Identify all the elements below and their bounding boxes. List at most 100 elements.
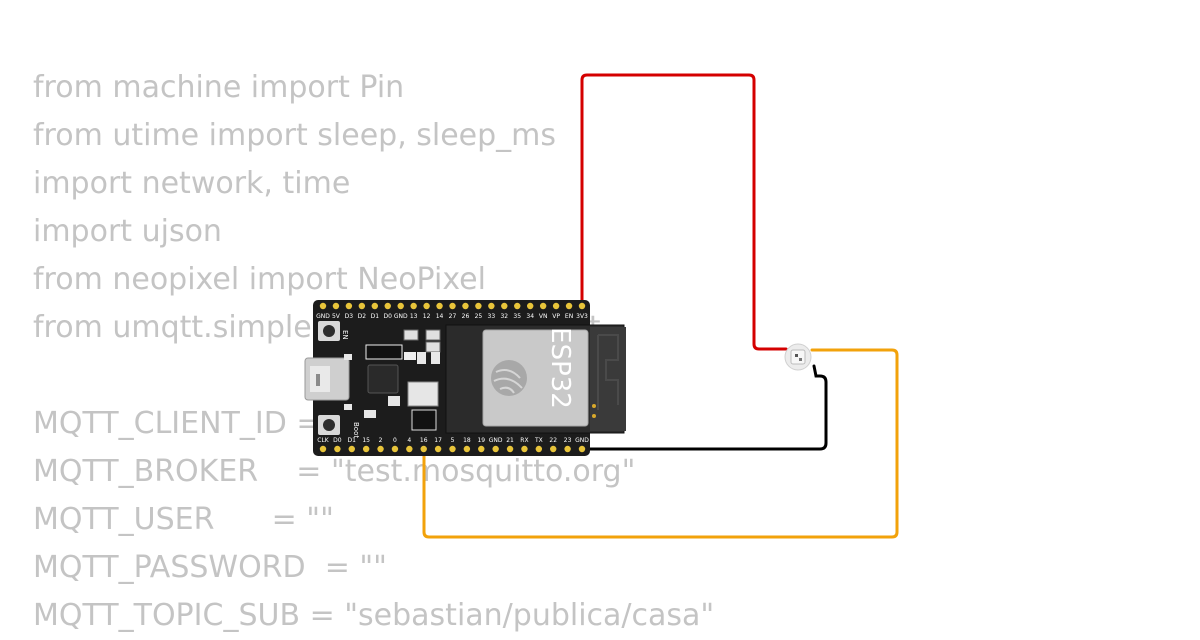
pin-hole[interactable] — [423, 302, 430, 310]
pin-label: 32 — [500, 313, 508, 320]
pin-label: D1 — [371, 313, 380, 320]
pin-hole[interactable] — [564, 445, 571, 453]
wires — [422, 73, 899, 539]
resistor-array — [365, 344, 403, 360]
led-component — [344, 404, 352, 410]
pin-hole[interactable] — [565, 302, 573, 310]
pin-hole[interactable] — [384, 302, 391, 310]
pin-label: 22 — [549, 437, 557, 444]
en-button[interactable] — [323, 325, 335, 337]
pin-label: 35 — [513, 313, 521, 320]
pin-hole[interactable] — [406, 445, 413, 453]
pin-hole[interactable] — [319, 302, 327, 310]
code-line: from utime import sleep, sleep_ms — [33, 118, 557, 153]
pin-hole[interactable] — [578, 302, 586, 310]
voltage-regulator — [407, 381, 439, 407]
pin-hole[interactable] — [391, 445, 399, 453]
boot-label: Boot — [352, 422, 360, 438]
pin-hole[interactable] — [552, 302, 560, 310]
pin-label: TX — [534, 437, 543, 444]
code-line: MQTT_PASSWORD = "" — [33, 550, 387, 585]
pin-label: 12 — [423, 313, 431, 320]
pin-label: 26 — [462, 313, 470, 320]
pin-label: 3V3 — [576, 313, 588, 320]
pin-label: EN — [565, 313, 573, 320]
pin-label: 14 — [436, 313, 444, 320]
espressif-logo-mark — [493, 369, 523, 394]
pin-hole[interactable] — [362, 445, 370, 453]
pin-hole[interactable] — [478, 445, 485, 453]
pin-label: 33 — [488, 313, 496, 320]
pin-hole[interactable] — [345, 302, 353, 310]
pin-hole[interactable] — [492, 445, 499, 453]
pin-hole[interactable] — [521, 445, 528, 453]
pin-label: 34 — [526, 313, 534, 320]
pin-hole[interactable] — [371, 302, 378, 310]
pin-label: 0 — [393, 437, 397, 444]
pin-hole[interactable] — [319, 445, 327, 453]
pin-hole[interactable] — [348, 445, 355, 453]
pin-label: 23 — [564, 437, 572, 444]
pin-hole[interactable] — [377, 445, 384, 453]
pin-hole[interactable] — [501, 302, 508, 310]
pin-label: CLK — [317, 437, 330, 444]
pin-label: D3 — [345, 313, 354, 320]
pin-label: 18 — [463, 437, 471, 444]
pin-hole[interactable] — [420, 445, 427, 453]
pin-hole[interactable] — [462, 302, 469, 310]
module-dot — [592, 414, 596, 418]
pin-label: 21 — [506, 437, 514, 444]
module-dot — [592, 404, 596, 408]
pin-hole[interactable] — [410, 302, 417, 310]
ground-wire[interactable] — [582, 364, 828, 451]
pin-hole[interactable] — [397, 302, 404, 310]
pin-label: D0 — [333, 437, 342, 444]
pin-hole[interactable] — [475, 302, 482, 310]
pin-hole[interactable] — [358, 302, 366, 310]
led-red — [404, 352, 416, 360]
espressif-logo — [491, 360, 527, 396]
pin-label: D0 — [384, 313, 393, 320]
neopixel-led[interactable] — [784, 343, 812, 371]
pin-hole[interactable] — [463, 445, 471, 453]
code-line: from machine import Pin — [33, 70, 405, 105]
pin-hole[interactable] — [488, 302, 495, 310]
pin-hole[interactable] — [334, 445, 341, 453]
pin-hole[interactable] — [539, 302, 547, 310]
pin-label: 19 — [477, 437, 485, 444]
code-line: MQTT_USER = "" — [33, 502, 334, 537]
code-line: import ujson — [33, 214, 222, 249]
pin-hole[interactable] — [506, 445, 514, 453]
regulator — [431, 352, 440, 364]
pin-hole[interactable] — [436, 302, 443, 310]
data-wire[interactable] — [422, 348, 899, 539]
pin-label: GND — [489, 437, 503, 444]
code-line: MQTT_TOPIC_SUB = "sebastian/publica/casa… — [33, 598, 715, 633]
code-line: MQTT_BROKER = "test.mosquitto.org" — [33, 454, 636, 489]
pin-hole[interactable] — [535, 445, 543, 453]
rf-shield — [482, 329, 589, 427]
pin-label: D1 — [348, 437, 357, 444]
pin-label: VP — [552, 313, 560, 320]
pin-label: 5 — [451, 437, 455, 444]
pin-hole[interactable] — [527, 302, 534, 310]
pin-hole[interactable] — [550, 445, 557, 453]
power-wire[interactable] — [580, 73, 788, 351]
pin-label: D2 — [358, 313, 367, 320]
usb-port-slot — [316, 374, 320, 386]
boot-button[interactable] — [323, 419, 335, 431]
pin-hole[interactable] — [434, 445, 442, 453]
capacitor — [425, 341, 441, 353]
usb-uart-chip — [367, 364, 399, 394]
pin-hole[interactable] — [449, 445, 456, 453]
led-component — [344, 354, 352, 360]
pin-hole[interactable] — [578, 445, 586, 453]
pin-hole[interactable] — [332, 302, 340, 310]
pin-hole[interactable] — [449, 302, 456, 310]
pin-hole[interactable] — [514, 302, 521, 310]
capacitor — [425, 329, 441, 341]
